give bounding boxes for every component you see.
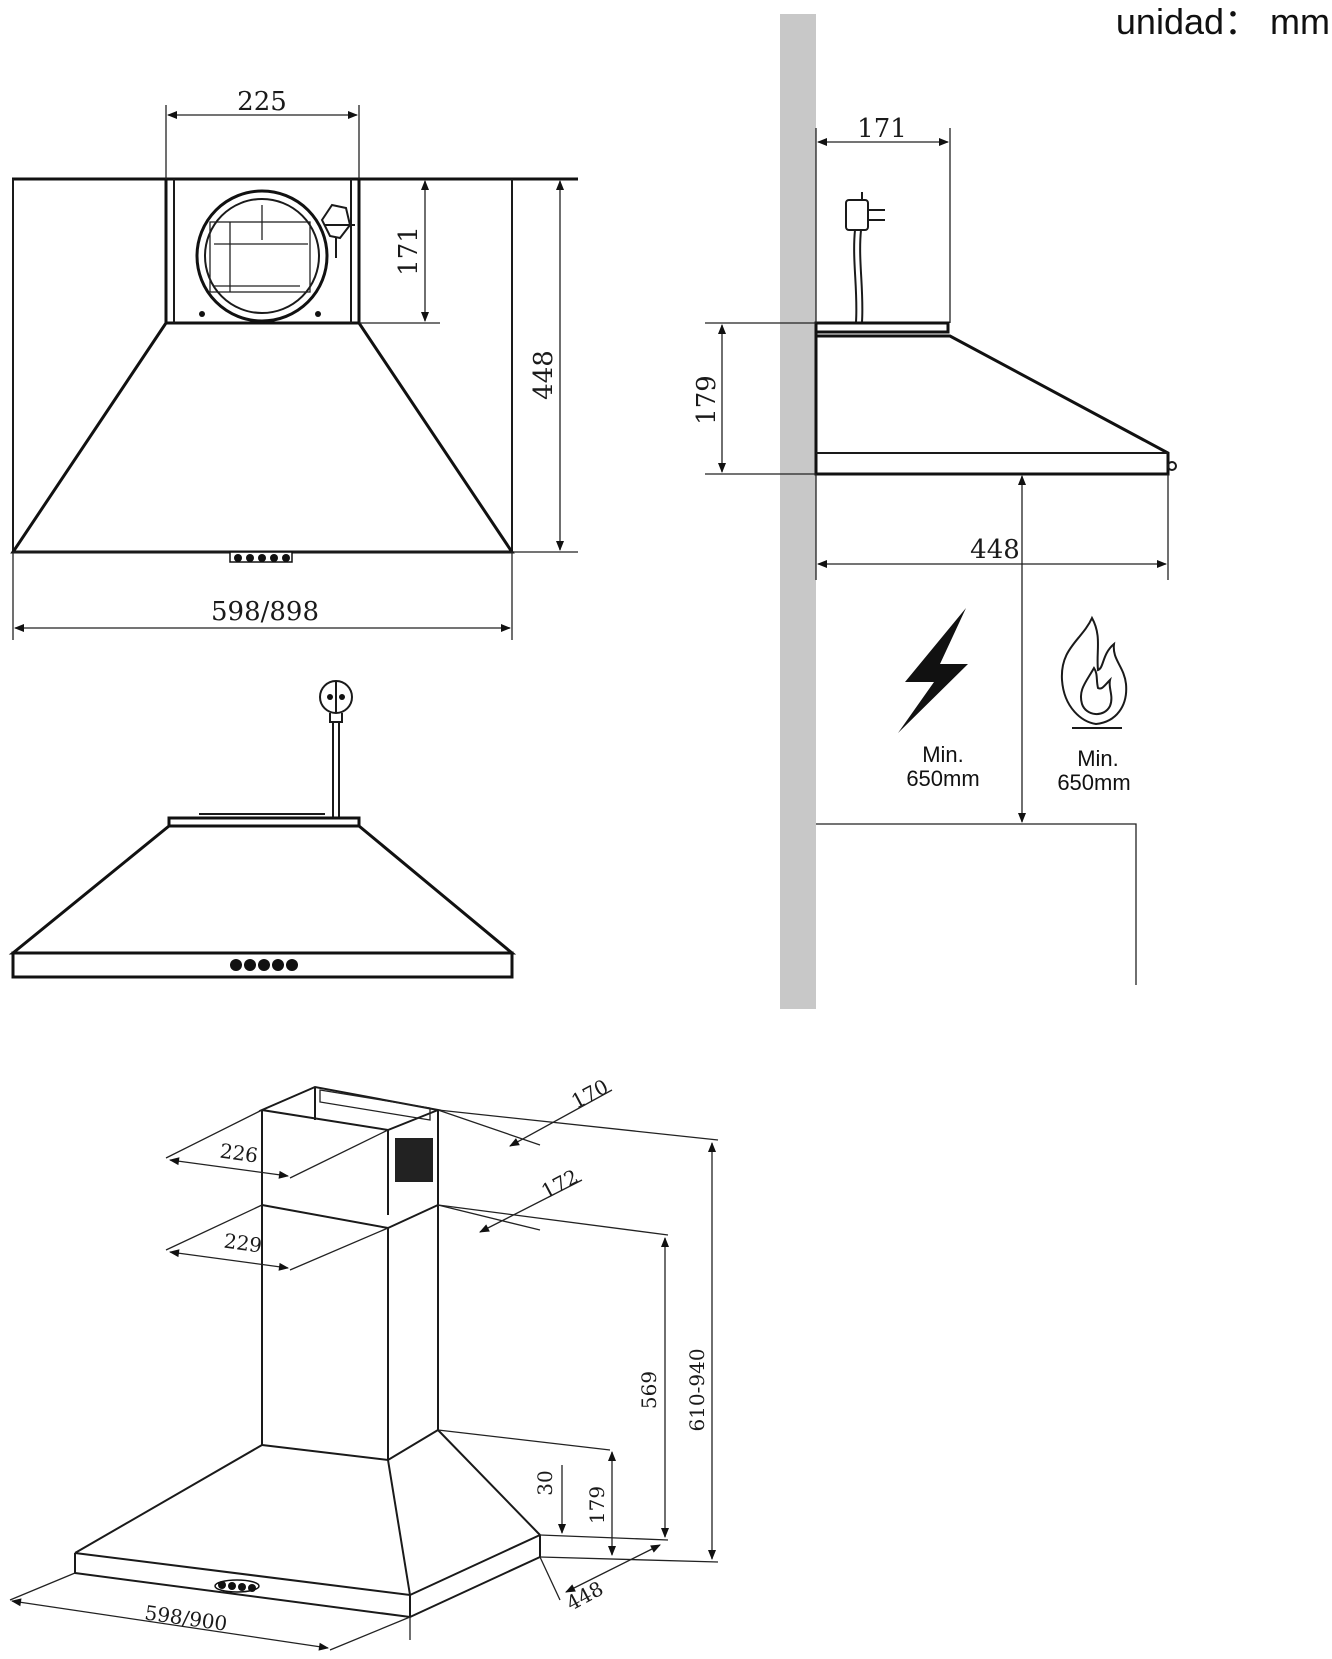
electric-min-value: 650mm	[906, 766, 979, 791]
front-hood-width: 598/898	[211, 597, 319, 627]
front-view: 225 171 448 598/898	[10, 87, 578, 640]
front-total-height: 448	[529, 350, 559, 400]
wall	[780, 14, 816, 1009]
isometric-view: 170 226 172 229 569 610-940 30 179	[9, 1074, 719, 1651]
iso-hood-height: 179	[585, 1486, 609, 1524]
side-hood-depth: 448	[970, 535, 1020, 565]
iso-lower-depth: 172	[537, 1164, 582, 1203]
iso-top-width: 226	[218, 1139, 259, 1168]
lightning-icon	[898, 608, 968, 733]
side-view: 171 179 448 Min. 650mm Min. 650mm	[692, 14, 1177, 1009]
gas-min-value: 650mm	[1057, 770, 1130, 795]
iso-width: 598/900	[143, 1600, 229, 1635]
side-hood-height: 179	[692, 375, 722, 425]
plug-icon	[319, 680, 353, 822]
plug-icon	[845, 192, 885, 323]
control-buttons-icon	[230, 959, 298, 971]
iso-lip-height: 30	[533, 1470, 557, 1495]
flame-icon	[1060, 615, 1128, 729]
side-chimney-depth: 171	[857, 114, 907, 144]
fan-motor-icon	[195, 189, 329, 323]
electric-min-label: Min.	[922, 742, 964, 767]
gas-min-label: Min.	[1077, 746, 1119, 771]
control-buttons-icon	[214, 1579, 260, 1593]
unit-label: unidad： mm	[1116, 1, 1330, 42]
iso-lower-width: 229	[222, 1229, 263, 1258]
front-elevation-view	[8, 680, 517, 979]
iso-chimney-height: 569	[637, 1371, 661, 1409]
front-chimney-width: 225	[237, 87, 287, 117]
iso-depth: 448	[562, 1576, 607, 1615]
plug-icon	[320, 203, 355, 258]
iso-top-depth: 170	[567, 1074, 612, 1113]
control-buttons-icon	[229, 551, 293, 563]
front-chimney-height: 171	[394, 226, 424, 276]
iso-total-height: 610-940	[685, 1348, 709, 1431]
